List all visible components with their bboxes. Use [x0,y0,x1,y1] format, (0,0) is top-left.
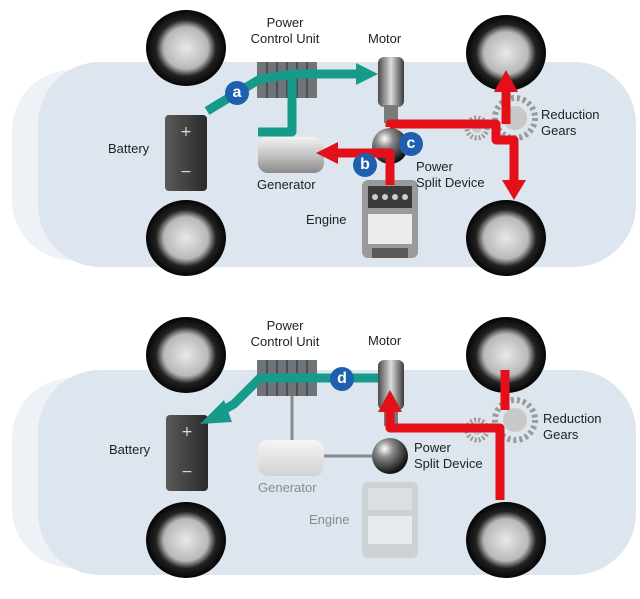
mechanical-flow-arrowhead [494,70,518,92]
label-battery: Battery [108,141,150,156]
label-power-control-unit: Power Control Unit [244,15,326,47]
label-line: Reduction [543,411,602,426]
label-line: Control Unit [250,31,320,46]
battery-icon: + − [165,115,207,191]
tire-icon [466,317,546,393]
engine-icon [362,482,418,558]
label-line: Power [266,15,304,30]
tire-icon [146,317,226,393]
label-battery: Battery [109,442,151,457]
label-line: Split Device [416,175,485,190]
label-power-split-device: Power Split Device [416,159,485,191]
motor-icon [378,57,404,123]
mechanical-flow-arrow [336,90,519,185]
label-generator: Generator [258,480,317,495]
power-control-unit-icon [257,360,317,396]
label-line: Power [266,318,304,333]
electric-flow-arrowhead [356,63,378,85]
tire-icon [146,10,226,86]
label-motor: Motor [368,31,402,46]
top-panel: + − [12,10,636,276]
label-reduction-gears: Reduction Gears [541,107,600,139]
marker-c: c [399,132,423,156]
tire-icon [466,502,546,578]
label-line: Gears [541,123,577,138]
tire-icon [466,200,546,276]
tire-icon [466,15,546,91]
mechanical-flow-arrow [385,412,505,500]
svg-text:+: + [181,424,193,440]
generator-icon [258,137,324,173]
label-line: Control Unit [250,334,320,349]
label-line: Split Device [414,456,483,471]
marker-b: b [353,153,377,177]
mechanical-flow-arrowhead [316,142,338,164]
svg-text:−: − [180,164,192,180]
mechanical-flow-arrowhead [502,180,526,200]
svg-text:−: − [181,464,193,480]
label-reduction-gears: Reduction Gears [543,411,602,443]
label-engine: Engine [309,512,350,527]
label-line: Power [414,440,451,455]
battery-icon: + − [166,415,208,491]
label-power-control-unit: Power Control Unit [244,318,326,350]
label-line: Reduction [541,107,600,122]
power-split-device-icon [372,438,408,474]
tire-icon [146,200,226,276]
bottom-panel: + − [12,317,636,578]
generator-icon [258,440,324,476]
engine-icon [362,180,418,258]
label-motor: Motor [368,333,402,348]
label-generator: Generator [257,177,316,192]
marker-a: a [225,81,249,105]
label-power-split-device: Power Split Device [414,440,483,472]
label-engine: Engine [306,212,347,227]
tire-icon [146,502,226,578]
car-body [38,370,636,575]
electric-flow-arrowhead [200,400,232,424]
label-line: Power [416,159,453,174]
mechanical-flow-arrowhead [378,390,402,412]
car-body [38,62,636,267]
electric-flow-arrow [217,373,378,416]
label-line: Gears [543,427,579,442]
svg-text:+: + [180,124,192,140]
marker-d: d [330,367,354,391]
